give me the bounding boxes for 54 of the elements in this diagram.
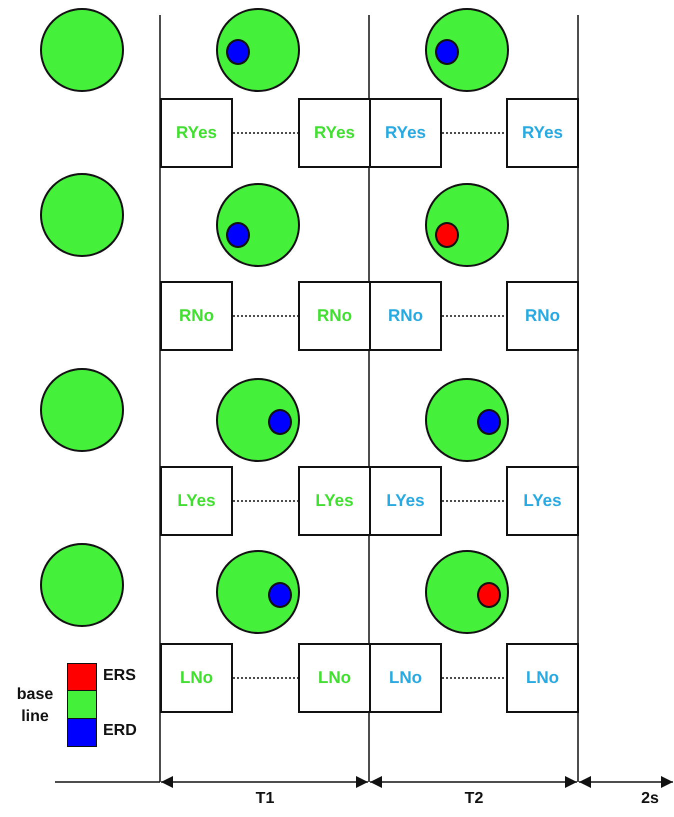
condition-label: LNo [526,668,560,688]
dotted-connector [233,677,298,679]
condition-box [369,643,442,713]
condition-label: LNo [388,668,422,688]
condition-box [298,466,371,536]
condition-box [298,281,371,351]
condition-box [506,466,579,536]
condition-label: LYes [315,491,354,511]
condition-label: RNo [388,306,423,326]
condition-box [160,281,233,351]
condition-label: RYes [314,123,355,143]
dotted-connector [442,677,506,679]
activity-dot [477,409,501,435]
legend-label: ERD [103,722,137,740]
condition-box [506,643,579,713]
condition-label: RNo [525,306,560,326]
interval-label: T1 [256,790,274,808]
dotted-connector [233,500,298,502]
condition-box [369,281,442,351]
activity-dot [477,582,501,608]
condition-label: RNo [317,306,352,326]
condition-label: RNo [179,306,214,326]
condition-box [298,643,371,713]
dotted-connector [442,315,506,317]
condition-label: LYes [386,491,425,511]
condition-box [369,98,442,168]
dotted-connector [233,315,298,317]
dotted-connector [442,132,506,134]
condition-label: LNo [318,668,352,688]
condition-box [506,281,579,351]
condition-label: LNo [180,668,214,688]
legend-label: base line [16,685,54,727]
condition-box [506,98,579,168]
condition-label: LYes [523,491,562,511]
dotted-connector [442,500,506,502]
activity-dot [226,222,250,248]
legend-label: ERS [103,667,136,685]
activity-dot [268,582,292,608]
interval-label: 2s [641,790,659,808]
condition-label: LYes [177,491,216,511]
condition-box [160,98,233,168]
interval-label: T2 [464,790,484,808]
condition-label: RYes [522,123,563,143]
dotted-connector [233,132,298,134]
condition-box [160,643,233,713]
condition-label: RYes [176,123,217,143]
condition-label: RYes [385,123,426,143]
activity-dot [226,39,250,65]
activity-dot [435,222,459,248]
condition-box [369,466,442,536]
activity-dot [435,39,459,65]
condition-box [160,466,233,536]
condition-box [298,98,371,168]
activity-dot [268,409,292,435]
